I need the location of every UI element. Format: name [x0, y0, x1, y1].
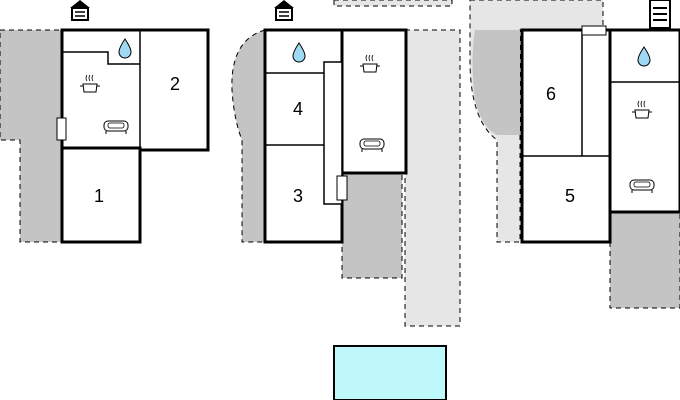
terrace-area — [472, 30, 520, 135]
door-icon — [56, 117, 67, 141]
pool — [333, 345, 447, 400]
building-3: 6 5 — [520, 0, 680, 244]
room-number-3: 3 — [293, 186, 303, 206]
building-outline — [60, 146, 142, 244]
entrance-icon — [649, 0, 671, 29]
building-1: 2 1 — [56, 0, 210, 244]
entrance-icon — [273, 0, 295, 21]
terrace-area — [0, 29, 63, 243]
room-number-4: 4 — [293, 99, 303, 119]
room-number-1: 1 — [94, 186, 104, 206]
outdoor-areas — [0, 0, 680, 327]
garden-path-area — [404, 29, 461, 327]
door-icon — [336, 175, 348, 201]
building-outline — [520, 28, 612, 244]
door-icon — [581, 25, 607, 36]
garden-path-area — [333, 0, 453, 7]
building-2: 4 3 — [263, 0, 408, 244]
terrace-area — [609, 211, 680, 309]
room-number-6: 6 — [546, 84, 556, 104]
room-number-2: 2 — [170, 74, 180, 94]
terrace-area — [231, 29, 266, 243]
terrace-area — [341, 171, 403, 279]
room-number-5: 5 — [565, 186, 575, 206]
entrance-icon — [69, 0, 91, 21]
